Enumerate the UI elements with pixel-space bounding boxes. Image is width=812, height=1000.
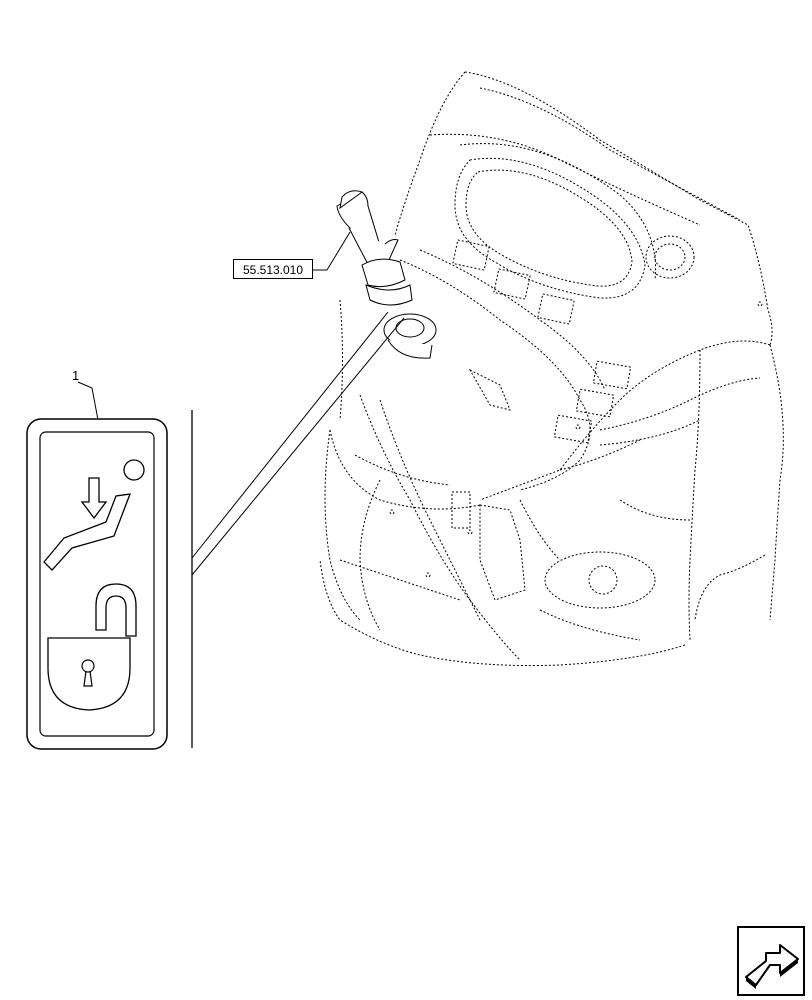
dashboard-console-drawing xyxy=(319,71,784,667)
seat-lock-decal-icon xyxy=(26,418,168,750)
callout-number: 1 xyxy=(72,368,80,383)
reference-part-label[interactable]: 55.513.010 xyxy=(233,259,313,279)
leader-lines xyxy=(77,231,405,748)
next-page-arrow-icon[interactable] xyxy=(736,925,806,997)
column-switch-lever xyxy=(336,190,437,359)
